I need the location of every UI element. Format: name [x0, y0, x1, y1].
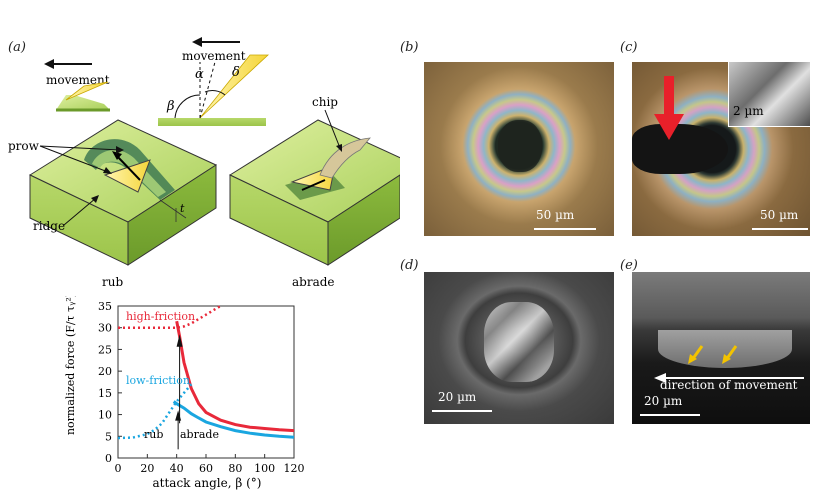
- direction-arrow-icon: [654, 373, 804, 383]
- panel-label-e: (e): [620, 258, 638, 273]
- series-high-friction-dotted: [118, 304, 222, 329]
- ridge-pointer: [63, 195, 99, 226]
- micrograph-d-scale-bar: [432, 410, 492, 412]
- micrograph-b-scale-text: 50 µm: [536, 208, 575, 222]
- micrograph-c-scale-text: 50 µm: [760, 208, 799, 222]
- x-tick-label: 100: [254, 462, 275, 475]
- panel-label-c: (c): [620, 40, 638, 55]
- rub-arrow-head: [176, 334, 183, 347]
- series-high-friction-solid: [175, 320, 295, 433]
- force-chart: 0 20 40 60 80 100 120 0 5 10 15 20 25 30 35 high-frict…: [64, 296, 305, 490]
- micrograph-e-scale-text: 20 µm: [644, 394, 683, 408]
- chip-pointer: [324, 109, 342, 152]
- ridge-label: ridge: [33, 219, 65, 233]
- micrograph-b: 50 µm: [424, 62, 614, 236]
- x-tick-label: 60: [199, 462, 213, 475]
- y-tick-label: 15: [98, 387, 112, 400]
- x-axis-label: attack angle, β (°): [152, 476, 261, 490]
- prow-label: prow: [8, 139, 40, 153]
- rub-annotation: rub: [144, 428, 163, 441]
- movement-arrow-top: [192, 37, 240, 47]
- micrograph-c-inset-scale-text: 2 µm: [733, 104, 764, 118]
- abrade-block: [228, 119, 400, 266]
- micrograph-b-pit: [498, 120, 542, 172]
- micrograph-d-crater: [484, 302, 554, 382]
- movement-arrow-left: [44, 59, 92, 69]
- beta-label: β: [166, 99, 175, 114]
- yellow-arrows-icon: [688, 345, 738, 364]
- micrograph-d-scale-text: 20 µm: [438, 390, 477, 404]
- high-friction-label: high-friction: [126, 310, 195, 323]
- y-tick-label: 25: [98, 343, 112, 356]
- x-tick-label: 80: [228, 462, 242, 475]
- rub-block: [28, 119, 218, 266]
- y-tick-label: 10: [98, 409, 112, 422]
- y-tick-label: 5: [105, 430, 112, 443]
- panel-label-a: (a): [8, 40, 26, 55]
- y-tick-label: 35: [98, 300, 112, 313]
- alpha-label: α: [195, 67, 204, 82]
- x-tick-label: 0: [115, 462, 122, 475]
- x-tick-label: 40: [170, 462, 184, 475]
- micrograph-c-scale-bar: [752, 228, 808, 230]
- micrograph-e: direction of movement 20 µm: [632, 272, 810, 424]
- abrade-arrow-head: [175, 410, 182, 421]
- low-friction-label: low-friction: [126, 374, 190, 387]
- abrade-annotation: abrade: [180, 428, 219, 441]
- x-tick-label: 20: [140, 462, 154, 475]
- t-label: t: [180, 202, 185, 215]
- direction-label: direction of movement: [660, 378, 798, 392]
- micrograph-c-debris: [632, 124, 728, 174]
- micrograph-c-inset: 2 µm: [728, 62, 810, 127]
- y-tick-label: 0: [105, 452, 112, 465]
- chip-label: chip: [312, 95, 338, 109]
- micrograph-e-scale-bar: [640, 414, 700, 416]
- small-tool-illustration: [56, 81, 110, 112]
- y-tick-label: 30: [98, 322, 112, 335]
- angle-illustration: [158, 54, 270, 126]
- x-tick-label: 120: [284, 462, 305, 475]
- red-arrow-icon: [654, 76, 684, 140]
- micrograph-c: 2 µm 50 µm: [632, 62, 810, 236]
- micrograph-d: 20 µm: [424, 272, 614, 424]
- movement-label-left: movement: [46, 73, 110, 87]
- schematic-diagram: movement movement α δ β t prow: [8, 37, 400, 289]
- panel-label-d: (d): [400, 258, 419, 273]
- micrograph-b-scale-bar: [534, 228, 596, 230]
- series-low-friction-solid: [172, 400, 295, 439]
- y-tick-label: 20: [98, 365, 112, 378]
- prow-pointer: [39, 145, 124, 174]
- delta-label: δ: [232, 65, 240, 80]
- y-axis-label: normalized force (F/τ τᵧ²): [64, 296, 77, 435]
- series-low-friction-dotted: [117, 383, 193, 440]
- panel-label-b: (b): [400, 40, 419, 55]
- abrade-label: abrade: [292, 275, 335, 289]
- movement-label-top: movement: [182, 49, 246, 63]
- rub-label: rub: [102, 275, 123, 289]
